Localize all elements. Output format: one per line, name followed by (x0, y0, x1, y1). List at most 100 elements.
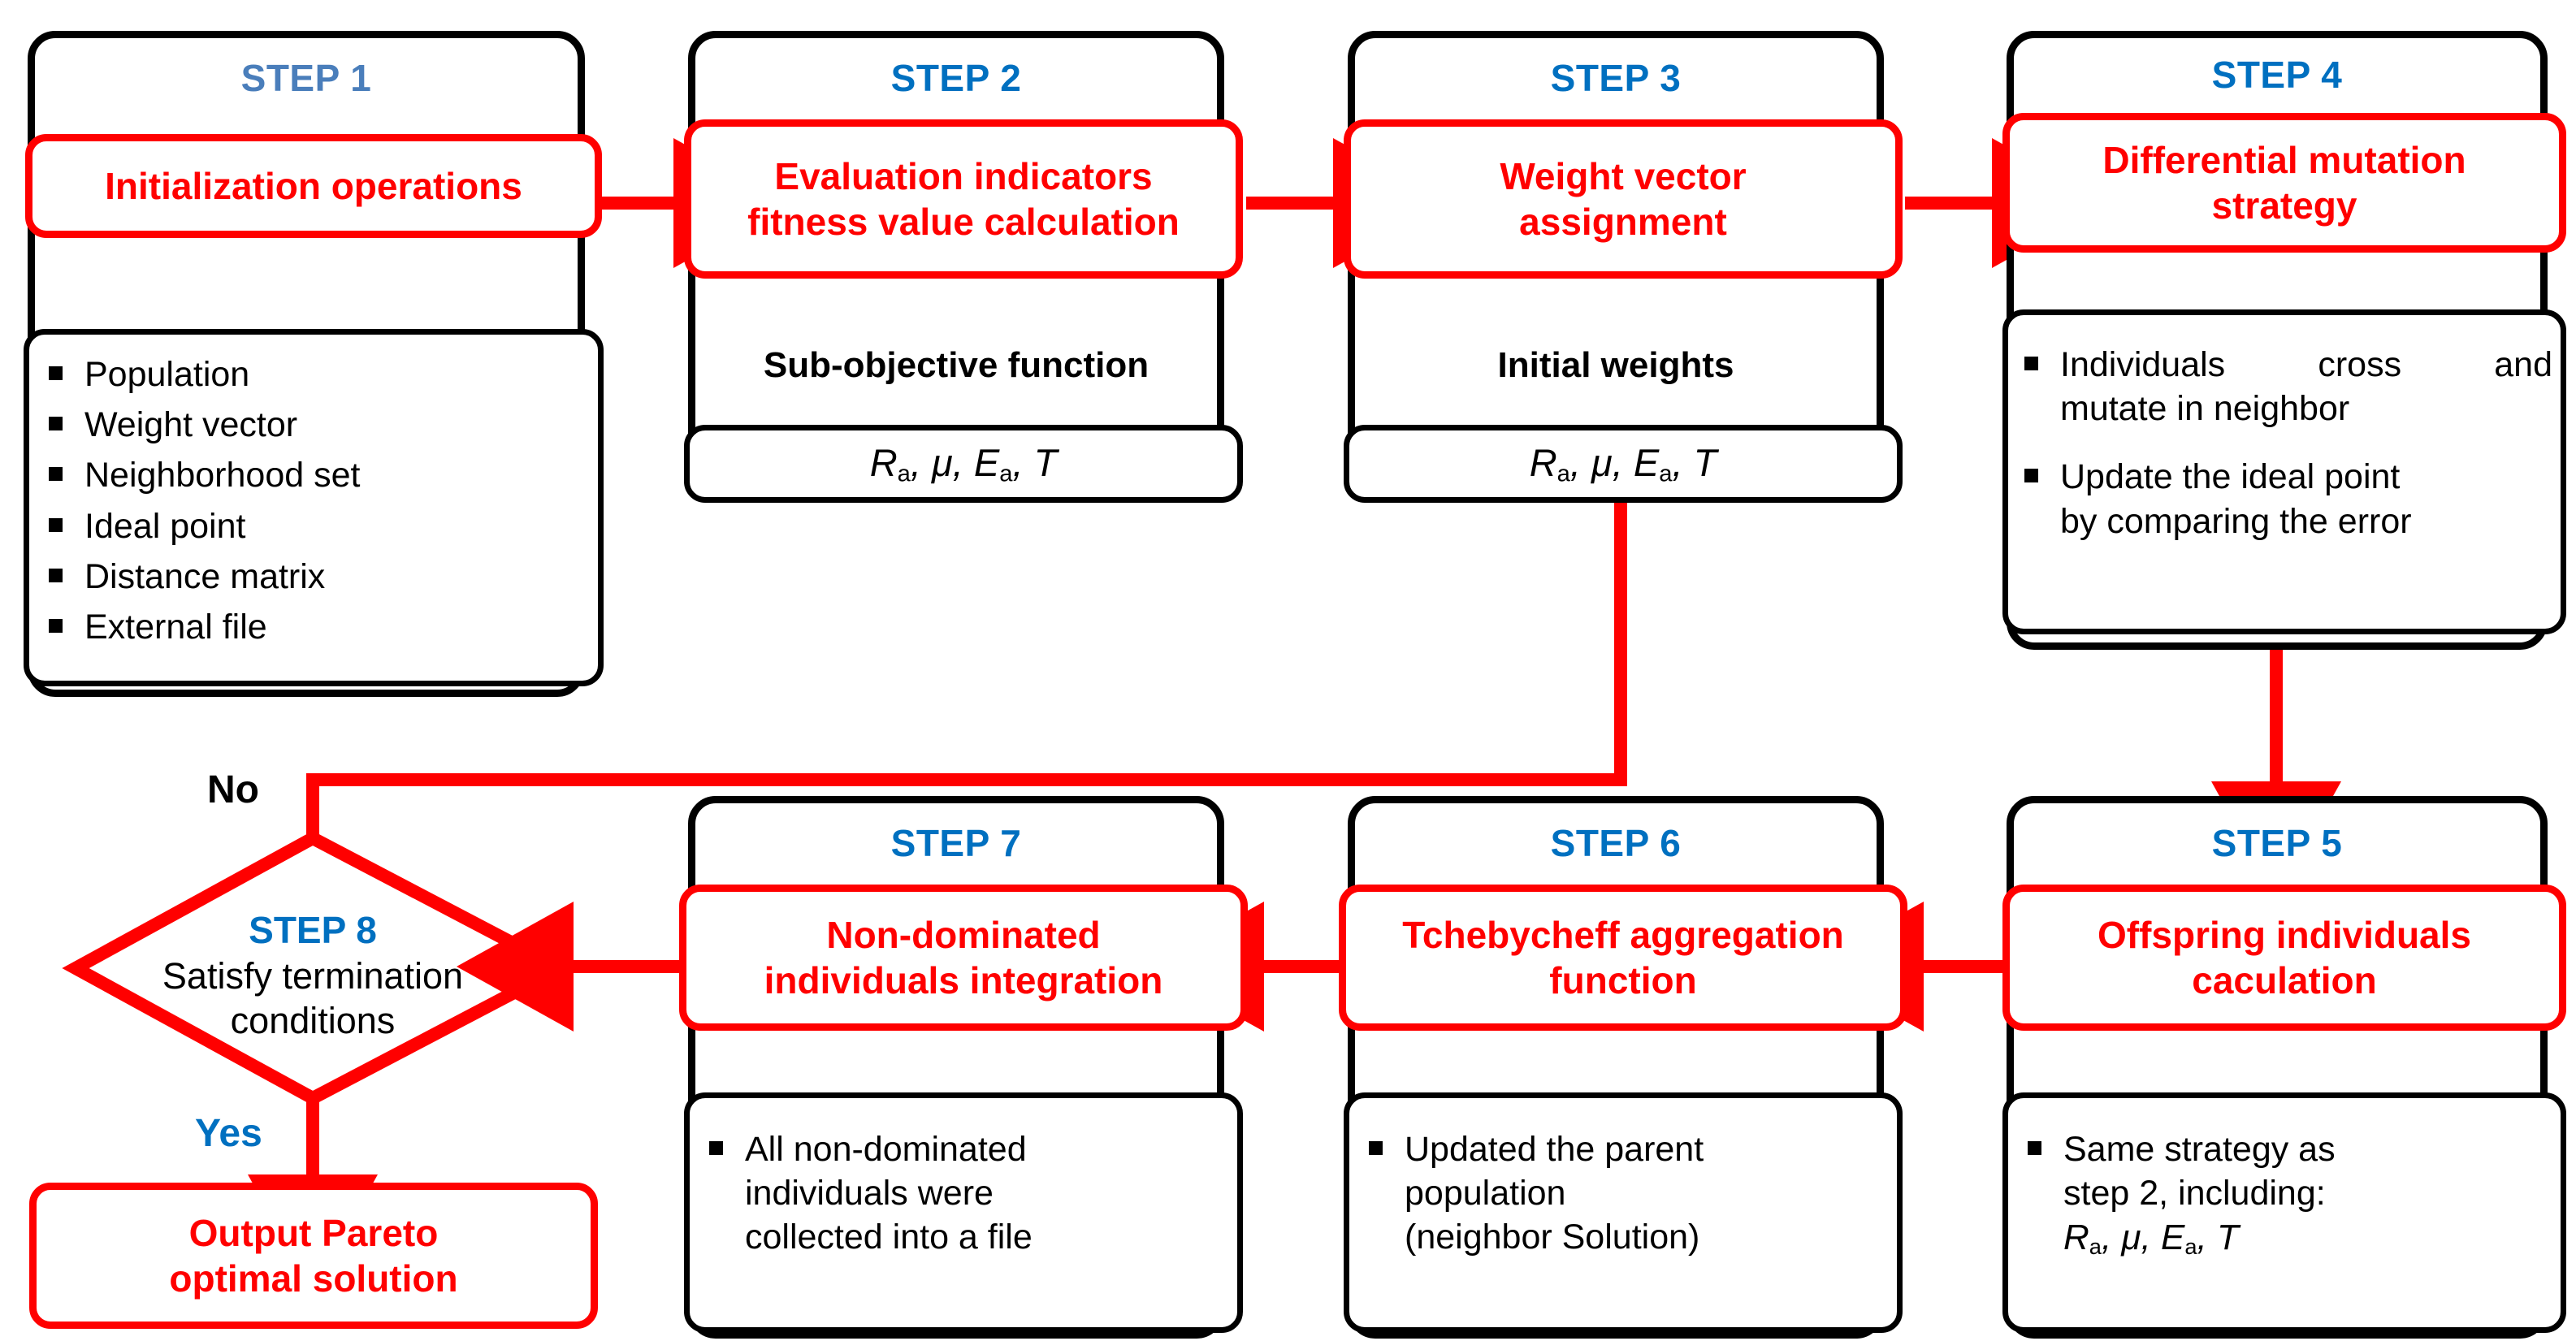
step-6-label: STEP 6 (1550, 822, 1682, 864)
formula-R: R (1529, 440, 1557, 484)
step-3-container[interactable]: STEP 3 Weight vector assignment Initial … (1344, 31, 1903, 503)
formula-T: T (2216, 1218, 2239, 1258)
step-2-action-box[interactable]: Evaluation indicators fitness value calc… (684, 119, 1243, 279)
step-4-item1-line2: mutate in neighbor (2060, 389, 2350, 429)
step-6-action-line2: function (1549, 959, 1697, 1001)
step-4-detail-box: Individuals cross and mutate in neighbor… (2002, 309, 2566, 634)
step-2-container[interactable]: STEP 2 Evaluation indicators fitness val… (684, 31, 1243, 503)
formula-sep-1: , (1569, 440, 1591, 484)
step-7-container[interactable]: STEP 7 Non-dominated individuals integra… (679, 796, 1248, 1339)
formula-R-sub: a (897, 461, 911, 487)
formula-mu: μ (1591, 440, 1613, 484)
list-item: Population (34, 353, 585, 396)
step-3-formula: Ra, μ, Ea, T (1530, 438, 1717, 490)
step-2-label: STEP 2 (890, 57, 1022, 99)
step-2-action-line1: Evaluation indicators (774, 154, 1153, 197)
step-6-action-text: Tchebycheff aggregation function (1402, 912, 1844, 1003)
step-1-container[interactable]: STEP 1 Initialization operations Populat… (24, 31, 604, 697)
formula-E-sub: a (999, 461, 1013, 487)
step-5-bullet-list: Same strategy as step 2, including: Ra, … (2013, 1127, 2552, 1261)
list-item: Updated the parent population (neighbor … (1354, 1127, 1889, 1260)
step-7-item-line1: All non-dominated (745, 1130, 1027, 1169)
step-4-item2-line2: by comparing the error (2060, 501, 2412, 541)
step-5-container[interactable]: STEP 5 Offspring individuals caculation … (2002, 796, 2566, 1339)
formula-sep-2: , (952, 440, 974, 484)
list-item: Distance matrix (34, 555, 585, 599)
step-4-action-line1: Differential mutation (2102, 138, 2466, 181)
step-7-bullet-list: All non-dominated individuals were colle… (695, 1127, 1229, 1260)
step-8-label: STEP 8 (249, 909, 377, 951)
step-8-decision-line1: Satisfy termination (162, 955, 464, 997)
step-6-action-line1: Tchebycheff aggregation (1402, 913, 1844, 956)
step-5-detail-box: Same strategy as step 2, including: Ra, … (2002, 1092, 2566, 1333)
formula-sep-2: , (2141, 1218, 2161, 1258)
edge-label-yes: Yes (195, 1112, 262, 1155)
step-2-caption: Sub-objective function (763, 345, 1149, 385)
step-5-action-text: Offspring individuals caculation (2098, 912, 2471, 1003)
step-7-label: STEP 7 (890, 822, 1022, 864)
formula-sep-3: , (2197, 1218, 2217, 1258)
step-4-action-line2: strategy (2211, 184, 2357, 227)
formula-R-sub: a (1556, 461, 1570, 487)
list-item: Weight vector (34, 403, 585, 447)
formula-R: R (869, 440, 898, 484)
formula-E: E (973, 440, 1000, 484)
output-pareto-box[interactable]: Output Pareto optimal solution (29, 1183, 598, 1329)
step-5-formula: Ra, μ, Ea, T (2063, 1215, 2552, 1261)
step-5-label: STEP 5 (2211, 822, 2343, 864)
step-5-item-line2: step 2, including: (2063, 1174, 2326, 1213)
step-5-action-box[interactable]: Offspring individuals caculation (2002, 885, 2566, 1031)
formula-T: T (1033, 440, 1058, 484)
formula-sep-3: , (1672, 440, 1694, 484)
step-7-item-line2: individuals were (745, 1174, 994, 1213)
step-4-container[interactable]: STEP 4 Differential mutation strategy In… (2002, 31, 2566, 650)
step-3-action-line2: assignment (1519, 201, 1727, 243)
formula-E-sub: a (2184, 1234, 2197, 1260)
output-text: Output Pareto optimal solution (169, 1210, 457, 1301)
formula-sep-1: , (910, 440, 932, 484)
step-3-label: STEP 3 (1550, 57, 1682, 99)
formula-E: E (2160, 1218, 2185, 1258)
step-8-decision-text: Satisfy termination conditions (28, 954, 597, 1044)
formula-sep-2: , (1612, 440, 1634, 484)
formula-sep-3: , (1012, 440, 1034, 484)
step-5-action-line2: caculation (2192, 959, 2377, 1001)
step-1-action-box[interactable]: Initialization operations (25, 134, 602, 238)
formula-R-sub: a (2089, 1234, 2102, 1260)
step-1-action-text: Initialization operations (105, 164, 522, 207)
step-7-item-line3: collected into a file (745, 1218, 1033, 1257)
step-7-action-line1: Non-dominated (826, 913, 1101, 956)
formula-E: E (1633, 440, 1660, 484)
step-1-detail-box: Population Weight vector Neighborhood se… (24, 329, 604, 686)
list-item: All non-dominated individuals were colle… (695, 1127, 1229, 1260)
step-6-bullet-list: Updated the parent population (neighbor … (1354, 1127, 1889, 1260)
list-item: Individuals cross and mutate in neighbor (2010, 343, 2552, 430)
edge-label-no: No (207, 768, 259, 811)
step-4-item1-line1: Individuals cross and (2060, 345, 2552, 384)
step-4-item2-line1: Update the ideal point (2060, 457, 2401, 497)
step-1-label: STEP 1 (240, 57, 372, 99)
step-5-action-line1: Offspring individuals (2097, 913, 2472, 956)
step-1-bullet-list: Population Weight vector Neighborhood se… (34, 353, 585, 649)
step-2-formula-box: Ra, μ, Ea, T (684, 425, 1243, 503)
step-6-action-box[interactable]: Tchebycheff aggregation function (1339, 885, 1907, 1031)
step-3-action-box[interactable]: Weight vector assignment (1344, 119, 1903, 279)
step-2-action-line2: fitness value calculation (747, 201, 1180, 243)
step-6-container[interactable]: STEP 6 Tchebycheff aggregation function … (1339, 796, 1907, 1339)
step-6-detail-box: Updated the parent population (neighbor … (1344, 1092, 1903, 1333)
step-4-action-text: Differential mutation strategy (2102, 137, 2466, 228)
output-line1: Output Pareto (188, 1211, 439, 1254)
step-6-item-line2: population (1405, 1174, 1566, 1213)
step-3-action-line1: Weight vector (1500, 154, 1747, 197)
formula-E-sub: a (1659, 461, 1673, 487)
step-4-action-box[interactable]: Differential mutation strategy (2002, 113, 2566, 253)
list-item: Update the ideal point by comparing the … (2010, 455, 2552, 543)
step-2-formula: Ra, μ, Ea, T (870, 438, 1058, 490)
step-7-action-box[interactable]: Non-dominated individuals integration (679, 885, 1248, 1031)
output-line2: optimal solution (169, 1257, 458, 1300)
formula-mu: μ (2121, 1218, 2141, 1258)
step-7-detail-box: All non-dominated individuals were colle… (684, 1092, 1243, 1333)
step-2-action-text: Evaluation indicators fitness value calc… (747, 154, 1180, 244)
formula-sep-1: , (2101, 1218, 2122, 1258)
